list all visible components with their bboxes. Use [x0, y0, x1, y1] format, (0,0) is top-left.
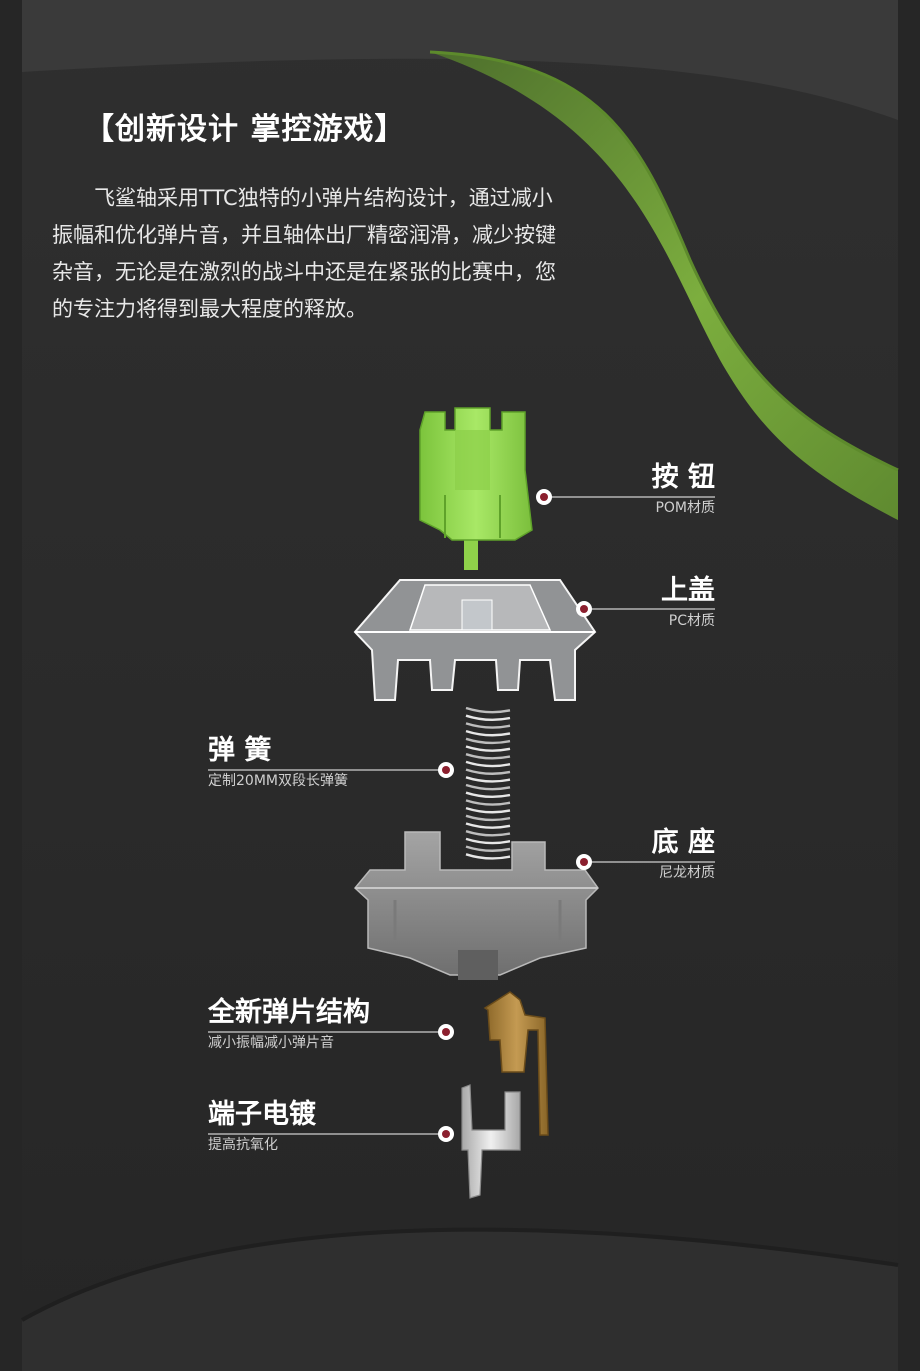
spring-coil: [465, 745, 511, 752]
panel: [22, 0, 898, 1371]
spring-coil: [465, 830, 511, 837]
spring-coil: [465, 791, 511, 799]
callout-dot: [576, 601, 592, 617]
callout-dot: [536, 489, 552, 505]
callout-dot: [438, 1024, 454, 1040]
bottom-curve: [22, 1229, 898, 1371]
part-name: 全新弹片结构: [208, 997, 370, 1028]
bottom-curve-edge: [21, 1227, 899, 1322]
spring-coil: [465, 806, 511, 814]
label-stem: 按 钮 POM材质: [652, 463, 715, 517]
switch-stem: [419, 407, 533, 570]
swoosh-edge: [429, 50, 899, 472]
part-desc: 尼龙材质: [659, 865, 715, 881]
part-name: 端子电镀: [208, 1099, 316, 1130]
spring-coil: [465, 799, 511, 806]
spring-coil: [465, 776, 511, 783]
spring-coil: [465, 768, 511, 775]
spring-coil: [465, 814, 511, 822]
spring-coil: [465, 853, 511, 860]
green-swoosh: [430, 52, 898, 520]
part-desc: PC材质: [668, 613, 715, 629]
spring-coil: [465, 845, 511, 852]
label-spring: 弹 簧 定制20MM双段长弹簧: [208, 736, 348, 790]
part-name: 上盖: [661, 575, 715, 606]
spring-coil: [465, 760, 511, 768]
label-leaf-spring: 全新弹片结构 减小振幅减小弹片音: [208, 998, 370, 1052]
spring-coil: [465, 737, 511, 745]
spring-coil: [465, 822, 511, 829]
callout-dot: [438, 762, 454, 778]
part-desc: 提高抗氧化: [208, 1137, 278, 1153]
switch-bottom-housing: [353, 831, 599, 980]
callout-dot: [576, 854, 592, 870]
top-band: [22, 0, 898, 120]
callout-dot: [438, 1126, 454, 1142]
part-desc: 定制20MM双段长弹簧: [208, 773, 348, 789]
part-desc: 减小振幅减小弹片音: [208, 1035, 334, 1051]
spring-coil: [465, 753, 511, 760]
part-desc: POM材质: [655, 500, 715, 516]
callout-lines: [208, 496, 715, 1135]
leaf-spring: [483, 991, 549, 1136]
label-bottom-housing: 底 座 尼龙材质: [652, 828, 715, 882]
spring-coil: [465, 837, 511, 845]
part-name: 按 钮: [651, 462, 715, 493]
label-terminal: 端子电镀 提高抗氧化: [208, 1100, 316, 1154]
intro-paragraph: 飞鲨轴采用TTC独特的小弹片结构设计，通过减小振幅和优化弹片音，并且轴体出厂精密…: [52, 186, 556, 321]
label-top-housing: 上盖 PC材质: [661, 576, 715, 630]
terminal-pin: [461, 1084, 521, 1199]
part-name: 底 座: [651, 827, 715, 858]
switch-top-housing: [353, 579, 597, 701]
callout-dots: [438, 489, 592, 1142]
part-name: 弹 簧: [208, 735, 272, 766]
section-title: 【创新设计 掌控游戏】: [84, 112, 406, 147]
spring-coil: [465, 729, 511, 737]
spring-coil: [465, 722, 511, 729]
spring-coil: [465, 714, 511, 722]
spring-coil: [465, 706, 511, 714]
spring-coil: [465, 783, 511, 791]
switch-spring: [465, 706, 511, 860]
